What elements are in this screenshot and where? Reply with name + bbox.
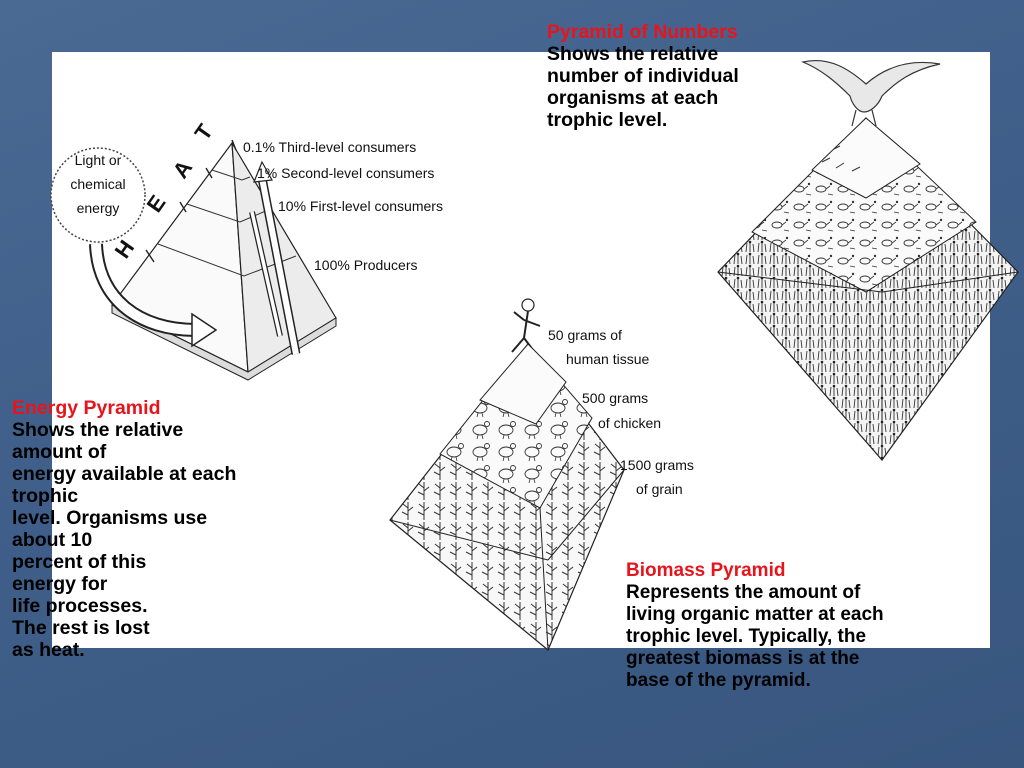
biomass-caption-line: greatest biomass is at the bbox=[626, 648, 860, 669]
energy-pyramid-caption: Energy Pyramid Shows the relative amount… bbox=[12, 397, 312, 661]
source-label-line-3: energy bbox=[77, 200, 120, 216]
energy-caption-line: energy for bbox=[12, 573, 108, 595]
energy-pyramid-base bbox=[111, 304, 337, 381]
biomass-caption-line: trophic level. Typically, the bbox=[626, 626, 867, 647]
source-label-line-2: chemical bbox=[70, 176, 125, 192]
energy-caption-line: The rest is lost bbox=[12, 617, 150, 639]
biomass-label-grain-1: 1500 grams bbox=[620, 457, 694, 473]
energy-caption-line: amount of bbox=[12, 441, 107, 463]
energy-caption-line: about 10 bbox=[12, 529, 93, 551]
energy-pyramid-title: Energy Pyramid bbox=[12, 397, 161, 419]
biomass-pyramid-caption: Biomass Pyramid Represents the amount of… bbox=[626, 560, 1006, 692]
biomass-pyramid-figure: 50 grams of human tissue 500 grams of ch… bbox=[389, 298, 694, 651]
biomass-label-chicken-1: 500 grams bbox=[582, 390, 648, 406]
numbers-pyramid-caption: Pyramid of Numbers Shows the relative nu… bbox=[547, 21, 807, 131]
biomass-caption-line: base of the pyramid. bbox=[626, 670, 811, 691]
energy-level-second: 1% Second-level consumers bbox=[257, 165, 434, 181]
energy-caption-line: level. Organisms use bbox=[12, 507, 208, 529]
energy-caption-line: energy available at each bbox=[12, 463, 237, 485]
human-icon bbox=[521, 298, 535, 312]
energy-level-first: 10% First-level consumers bbox=[278, 198, 443, 214]
numbers-caption-line: trophic level. bbox=[547, 109, 668, 131]
biomass-caption-line: Represents the amount of bbox=[626, 582, 861, 603]
source-label-line-1: Light or bbox=[75, 152, 122, 168]
energy-level-producers: 100% Producers bbox=[314, 257, 418, 273]
biomass-label-human-2: human tissue bbox=[566, 351, 649, 367]
numbers-caption-line: number of individual bbox=[547, 65, 739, 87]
biomass-pyramid-title: Biomass Pyramid bbox=[626, 560, 786, 581]
energy-caption-line: life processes. bbox=[12, 595, 148, 617]
energy-caption-line: as heat. bbox=[12, 639, 85, 661]
numbers-pyramid-figure bbox=[717, 60, 1019, 461]
energy-caption-line: Shows the relative bbox=[12, 419, 184, 441]
biomass-label-chicken-2: of chicken bbox=[598, 415, 661, 431]
energy-level-third: 0.1% Third-level consumers bbox=[243, 139, 416, 155]
energy-pyramid-figure: Light or chemical energy bbox=[50, 119, 443, 381]
biomass-label-human-1: 50 grams of bbox=[548, 327, 622, 343]
heat-letter-a: A bbox=[168, 155, 198, 182]
biomass-label-grain-2: of grain bbox=[636, 481, 683, 497]
heat-letter-t: T bbox=[190, 119, 219, 145]
heat-letter-e: E bbox=[142, 190, 171, 216]
biomass-caption-line: living organic matter at each bbox=[626, 604, 884, 625]
numbers-caption-line: Shows the relative bbox=[547, 43, 719, 65]
numbers-caption-line: organisms at each bbox=[547, 87, 719, 109]
hawk-icon bbox=[801, 60, 941, 113]
energy-caption-line: percent of this bbox=[12, 551, 147, 573]
numbers-pyramid-title: Pyramid of Numbers bbox=[547, 21, 738, 43]
light-energy-circle bbox=[50, 147, 146, 243]
energy-caption-line: trophic bbox=[12, 485, 79, 507]
